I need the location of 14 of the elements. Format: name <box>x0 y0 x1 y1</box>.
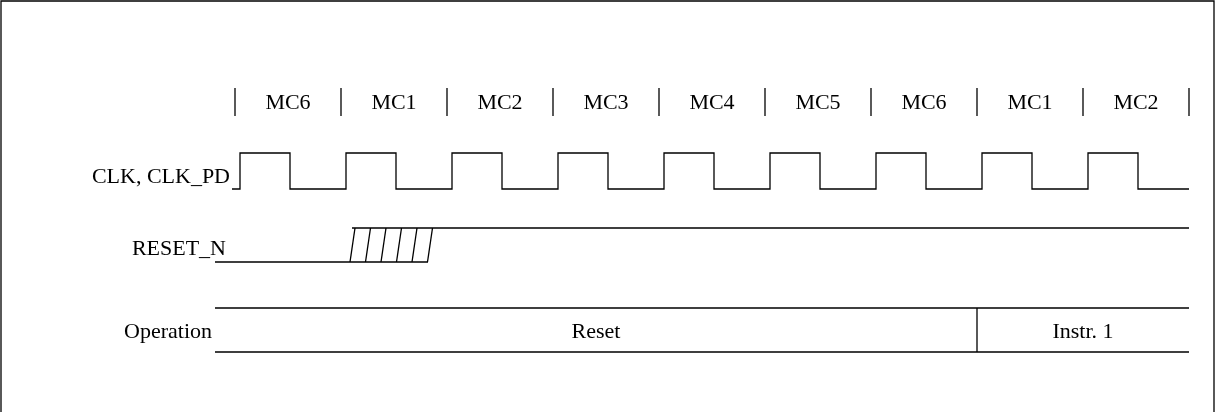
bus-value: Reset <box>571 318 621 344</box>
cycle-label: MC1 <box>371 89 417 115</box>
bus-value: Instr. 1 <box>1052 318 1114 344</box>
cycle-label: MC2 <box>1113 89 1159 115</box>
cycle-label: MC6 <box>265 89 311 115</box>
cycle-label: MC5 <box>795 89 841 115</box>
signal-name: RESET_N <box>131 235 226 261</box>
signal-name: Operation <box>124 318 212 344</box>
cycle-label: MC4 <box>689 89 735 115</box>
signal-name: CLK, CLK_PD <box>91 163 230 189</box>
cycle-label: MC2 <box>477 89 523 115</box>
cycle-label: MC1 <box>1007 89 1053 115</box>
cycle-label: MC3 <box>583 89 629 115</box>
cycle-label: MC6 <box>901 89 947 115</box>
